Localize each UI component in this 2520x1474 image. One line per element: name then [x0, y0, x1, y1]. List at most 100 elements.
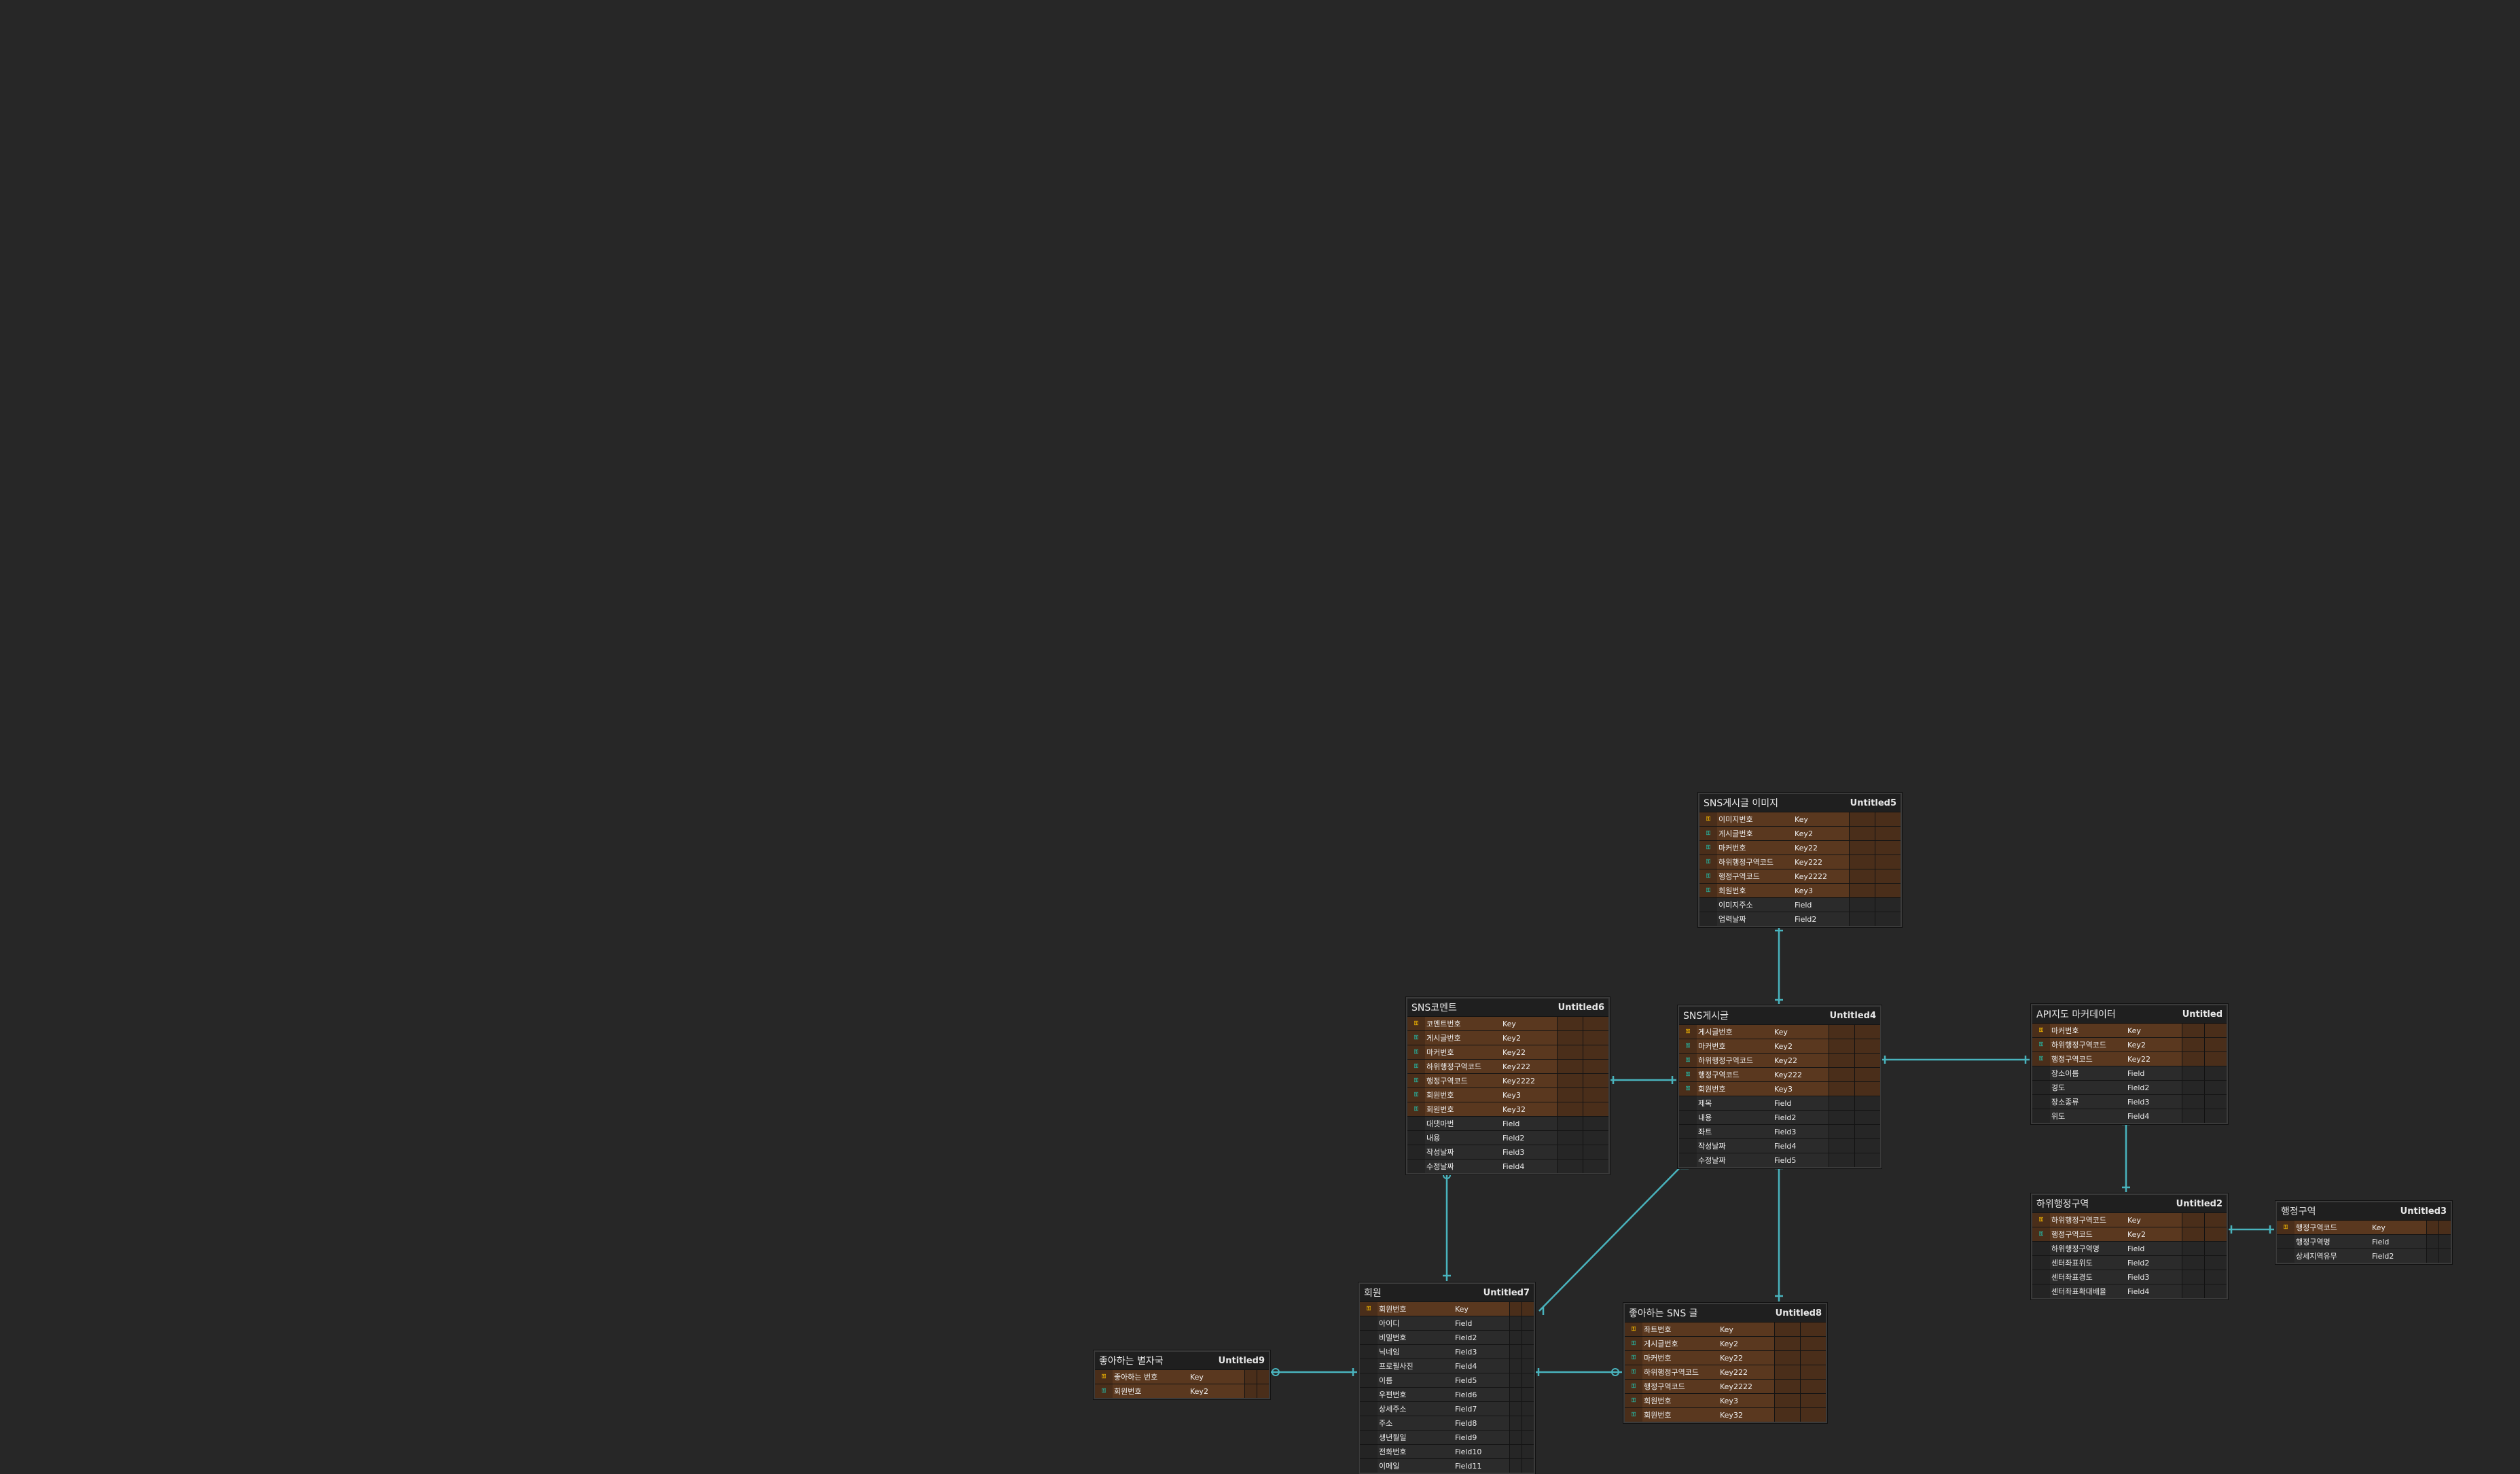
column-physical-name: Field4	[2126, 1284, 2182, 1298]
column-datatype-cell	[1774, 1408, 1800, 1422]
fk-key-icon: ⚿	[1706, 830, 1711, 836]
column-logical-name: 마커번호	[2050, 1024, 2126, 1037]
column-datatype-cell	[1557, 1045, 1583, 1059]
column-physical-name: Field5	[1454, 1373, 1509, 1387]
fk-key-icon: ⚿	[1631, 1397, 1636, 1403]
column-logical-name: 센터좌표확대배율	[2050, 1284, 2126, 1298]
column-option-cell	[2204, 1024, 2227, 1037]
column-physical-name: Field4	[2126, 1109, 2182, 1123]
column-option-cell	[2204, 1284, 2227, 1298]
relationship-member-post[interactable]	[1538, 1162, 1685, 1312]
column-logical-name: 비밀번호	[1378, 1331, 1454, 1344]
column-physical-name: Key2	[2126, 1227, 2182, 1241]
column-logical-name: 작성날짜	[1697, 1139, 1773, 1153]
